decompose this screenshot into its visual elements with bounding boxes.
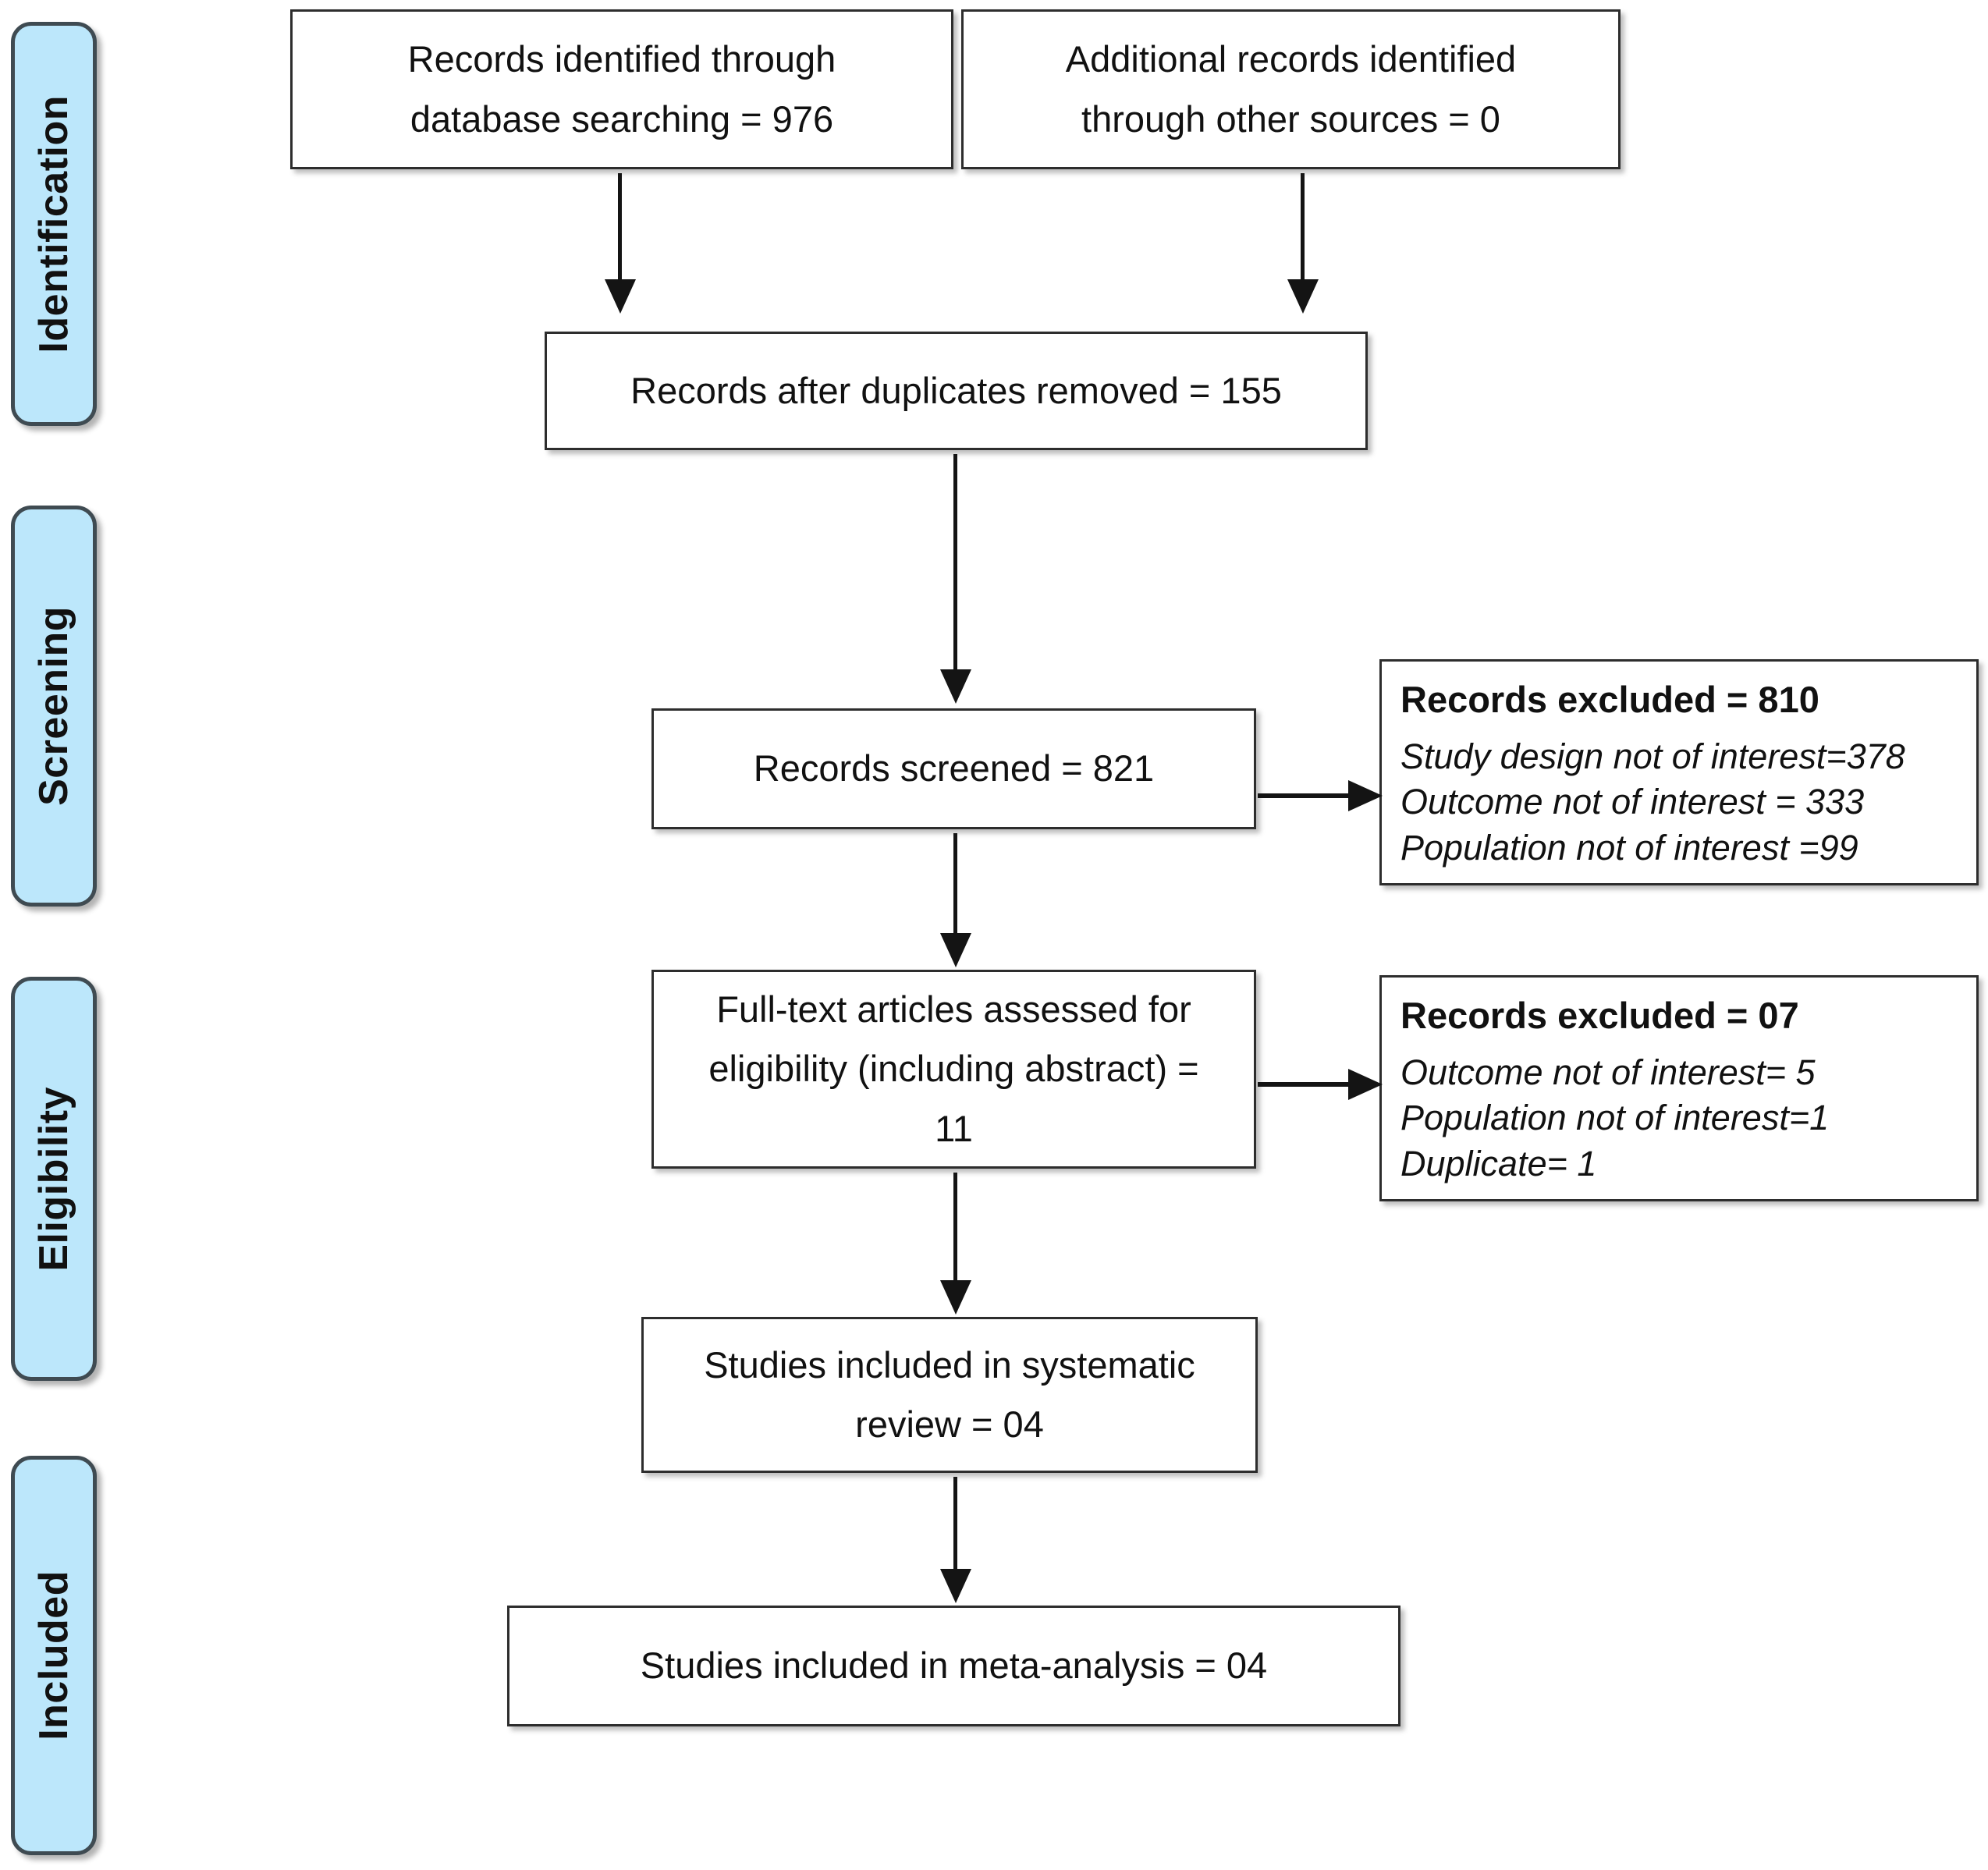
arrow-down-icon-systematic-to-metaanalysis [940, 1477, 971, 1603]
stage-label-identification: Identification [31, 94, 76, 353]
box-studies-included-systematic-review: Studies included in systematic review = … [641, 1317, 1258, 1473]
excluded-eligibility-reason-3: Duplicate= 1 [1400, 1143, 1597, 1183]
box-records-screened: Records screened = 821 [651, 708, 1256, 829]
arrow-shaft [1301, 173, 1305, 279]
box-records-after-duplicates-removed: Records after duplicates removed = 155 [545, 332, 1368, 450]
stage-pill-eligibility: Eligibility [11, 977, 97, 1381]
stage-pill-included: Included [11, 1456, 97, 1855]
box-additional-records-other-sources: Additional records identified through ot… [961, 9, 1621, 169]
arrow-shaft [953, 454, 957, 669]
arrow-shaft [1258, 1082, 1350, 1087]
stage-label-screening: Screening [31, 606, 76, 806]
arrow-down-icon-fulltext-to-systematic [940, 1173, 971, 1315]
arrow-shaft [1258, 793, 1350, 798]
box-metaanalysis-text: Studies included in meta-analysis = 04 [640, 1645, 1268, 1687]
excluded-eligibility-title: Records excluded = 07 [1400, 994, 1799, 1036]
excluded-eligibility-reason-1: Outcome not of interest= 5 [1400, 1052, 1816, 1092]
stage-pill-screening: Screening [11, 506, 97, 907]
box-systematic-text: Studies included in systematic review = … [704, 1343, 1195, 1445]
box-screened-text: Records screened = 821 [753, 747, 1155, 790]
arrow-right-icon-fulltext-to-excluded [1258, 1069, 1383, 1100]
excluded-screening-title: Records excluded = 810 [1400, 678, 1819, 720]
box-records-excluded-screening: Records excluded = 810 Study design not … [1379, 659, 1979, 885]
excluded-screening-reason-3: Population not of interest =99 [1400, 827, 1858, 868]
box-db-search-text: Records identified through database sear… [407, 38, 836, 140]
arrow-shaft [953, 1173, 957, 1280]
arrow-shaft [953, 833, 957, 933]
box-duplicates-text: Records after duplicates removed = 155 [630, 369, 1282, 411]
box-records-excluded-eligibility: Records excluded = 07 Outcome not of int… [1379, 975, 1979, 1201]
box-studies-included-meta-analysis: Studies included in meta-analysis = 04 [507, 1606, 1400, 1726]
excluded-eligibility-reason-2: Population not of interest=1 [1400, 1098, 1830, 1138]
stage-label-eligibility: Eligibility [31, 1086, 76, 1272]
excluded-screening-reason-1: Study design not of interest=378 [1400, 736, 1905, 776]
arrow-down-icon-duplicates-to-screened [940, 454, 971, 704]
arrow-shaft [953, 1477, 957, 1569]
box-fulltext-text: Full-text articles assessed for eligibil… [708, 988, 1199, 1149]
arrow-head [1287, 279, 1319, 314]
arrow-head [1348, 780, 1383, 811]
arrow-down-icon-db-to-duplicates [605, 173, 636, 314]
arrow-head [940, 1280, 971, 1315]
arrow-head [940, 933, 971, 967]
stage-pill-identification: Identification [11, 22, 97, 426]
arrow-down-icon-screened-to-fulltext [940, 833, 971, 967]
arrow-head [940, 669, 971, 704]
stage-label-included: Included [31, 1570, 76, 1740]
arrow-shaft [618, 173, 622, 279]
arrow-down-icon-other-to-duplicates [1287, 173, 1319, 314]
arrow-head [605, 279, 636, 314]
excluded-screening-reason-2: Outcome not of interest = 333 [1400, 782, 1865, 822]
box-fulltext-articles-assessed: Full-text articles assessed for eligibil… [651, 970, 1256, 1169]
arrow-head [1348, 1069, 1383, 1100]
arrow-head [940, 1569, 971, 1603]
arrow-right-icon-screened-to-excluded [1258, 780, 1383, 811]
box-other-sources-text: Additional records identified through ot… [1065, 38, 1517, 140]
box-records-identified-database: Records identified through database sear… [290, 9, 953, 169]
